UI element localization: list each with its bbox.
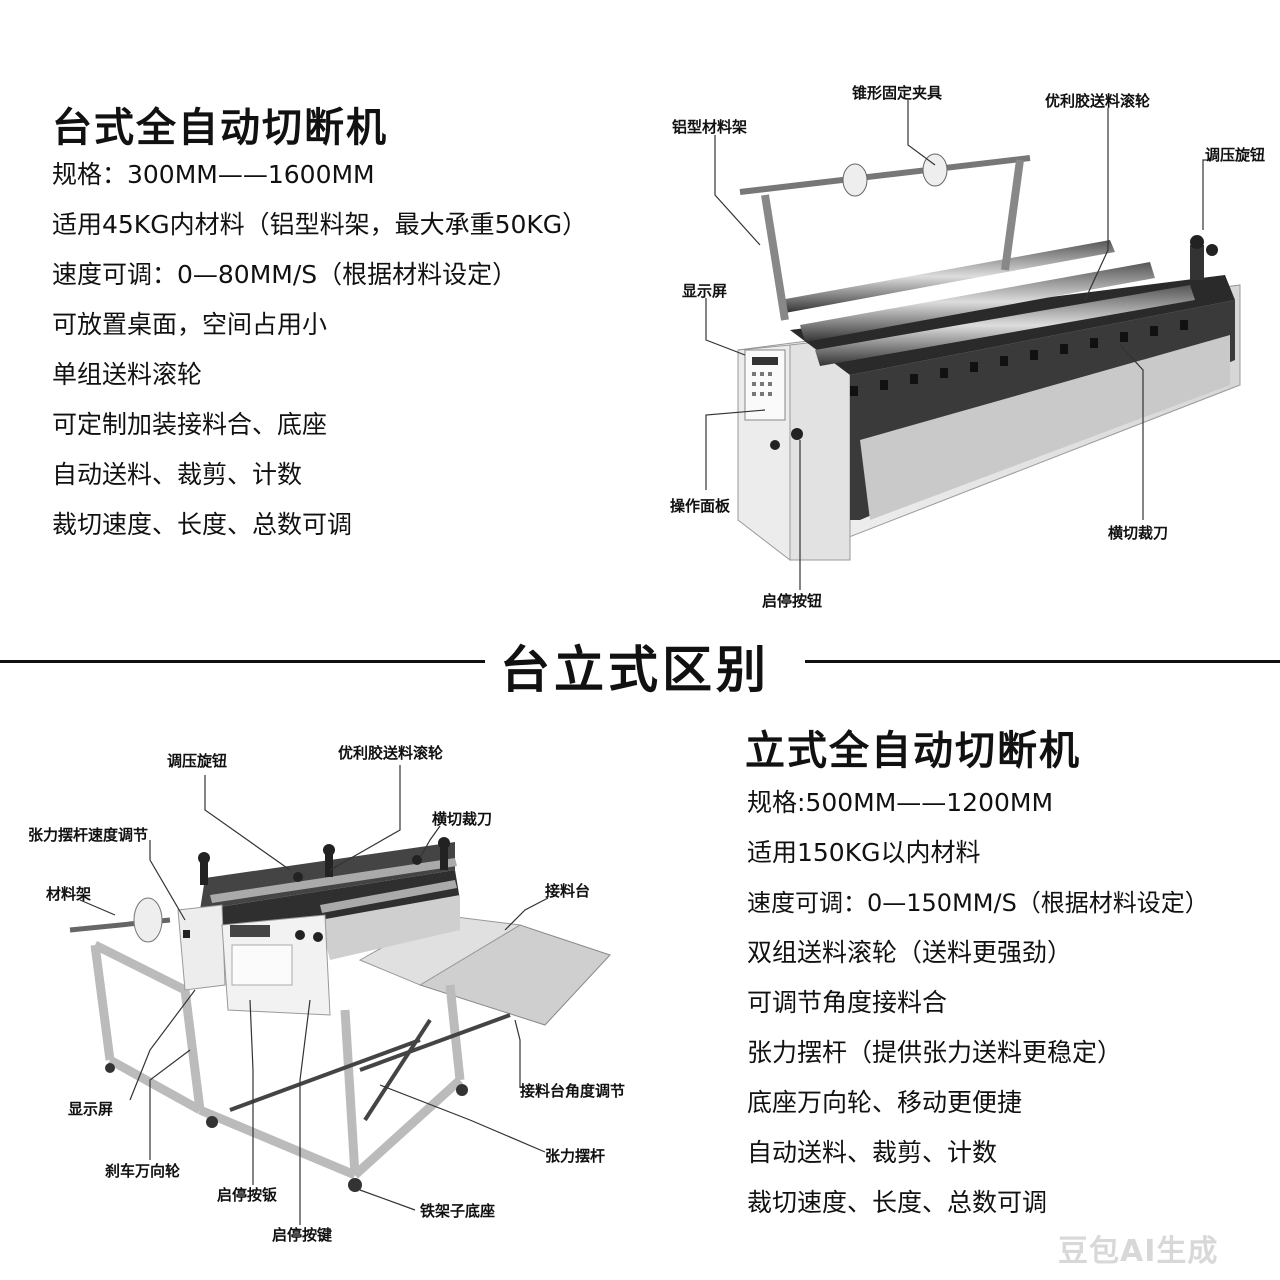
- vertical-callout-switch: 启停按钣: [217, 1186, 278, 1204]
- vertical-spec-item: 张力摆杆（提供张力送料更稳定）: [747, 1038, 1123, 1067]
- desktop-spec-item: 规格：300MM——1600MM: [52, 160, 375, 189]
- desktop-spec-item: 可定制加装接料合、底座: [52, 410, 328, 439]
- desktop-spec-item: 速度可调：0—80MM/S（根据材料设定）: [52, 260, 518, 289]
- desktop-spec-item: 裁切速度、长度、总数可调: [52, 510, 353, 539]
- vertical-callout-tension-arm: 张力摆杆: [545, 1147, 606, 1165]
- desktop-spec-item: 自动送料、裁剪、计数: [52, 460, 303, 489]
- divider-line-left: [0, 660, 485, 663]
- divider-line-right: [805, 660, 1280, 663]
- vertical-callout-screen: 显示屏: [68, 1100, 114, 1118]
- vertical-callout-tension-speed: 张力摆杆速度调节: [28, 826, 149, 844]
- desktop-callout-panel: 操作面板: [670, 497, 731, 515]
- vertical-callout-rack: 材料架: [46, 885, 92, 903]
- desktop-callout-fixture: 锥形固定夹具: [852, 84, 943, 102]
- desktop-callout-button: 启停按钮: [762, 592, 823, 610]
- vertical-spec-item: 适用150KG以内材料: [747, 838, 981, 867]
- desktop-callout-knob: 调压旋钮: [1205, 146, 1266, 164]
- vertical-title: 立式全自动切断机: [745, 728, 1081, 774]
- vertical-spec-item: 可调节角度接料合: [747, 988, 948, 1017]
- desktop-spec-item: 适用45KG内材料（铝型料架，最大承重50KG）: [52, 210, 588, 239]
- desktop-spec-list: 规格：300MM——1600MM 适用45KG内材料（铝型料架，最大承重50KG…: [52, 150, 587, 550]
- vertical-spec-item: 裁切速度、长度、总数可调: [747, 1188, 1048, 1217]
- vertical-callout-base: 铁架子底座: [420, 1202, 496, 1220]
- desktop-machine-illustration: [705, 100, 1241, 590]
- vertical-spec-item: 速度可调：0—150MM/S（根据材料设定）: [747, 889, 1209, 917]
- desktop-callout-screen: 显示屏: [682, 282, 728, 300]
- desktop-callout-rack: 铝型材料架: [672, 118, 748, 136]
- vertical-callout-knife: 横切裁刀: [432, 810, 493, 828]
- vertical-callout-caster: 刹车万向轮: [105, 1162, 181, 1180]
- vertical-machine-illustration: [69, 765, 611, 1225]
- vertical-callout-knob: 调压旋钮: [167, 752, 228, 770]
- vertical-spec-item: 底座万向轮、移动更便捷: [747, 1088, 1023, 1117]
- divider-title: 台立式区别: [500, 641, 770, 699]
- vertical-spec-item: 自动送料、裁剪、计数: [747, 1138, 998, 1167]
- desktop-title: 台式全自动切断机: [52, 105, 388, 151]
- desktop-callout-roller: 优利胶送料滚轮: [1045, 92, 1151, 110]
- vertical-spec-item: 双组送料滚轮（送料更强劲）: [747, 938, 1073, 967]
- vertical-callout-tray: 接料台: [545, 882, 591, 900]
- desktop-callout-knife: 横切裁刀: [1108, 524, 1169, 542]
- desktop-spec-item: 单组送料滚轮: [52, 360, 203, 389]
- vertical-callout-key: 启停按键: [272, 1226, 333, 1244]
- vertical-callout-tray-angle: 接料台角度调节: [520, 1082, 626, 1100]
- vertical-callout-roller: 优利胶送料滚轮: [338, 744, 444, 762]
- vertical-spec-item: 规格:500MM——1200MM: [747, 788, 1054, 817]
- vertical-spec-list: 规格:500MM——1200MM 适用150KG以内材料 速度可调：0—150M…: [747, 778, 1209, 1228]
- desktop-spec-item: 可放置桌面，空间占用小: [52, 310, 328, 339]
- watermark: 豆包AI生成: [1058, 1234, 1219, 1269]
